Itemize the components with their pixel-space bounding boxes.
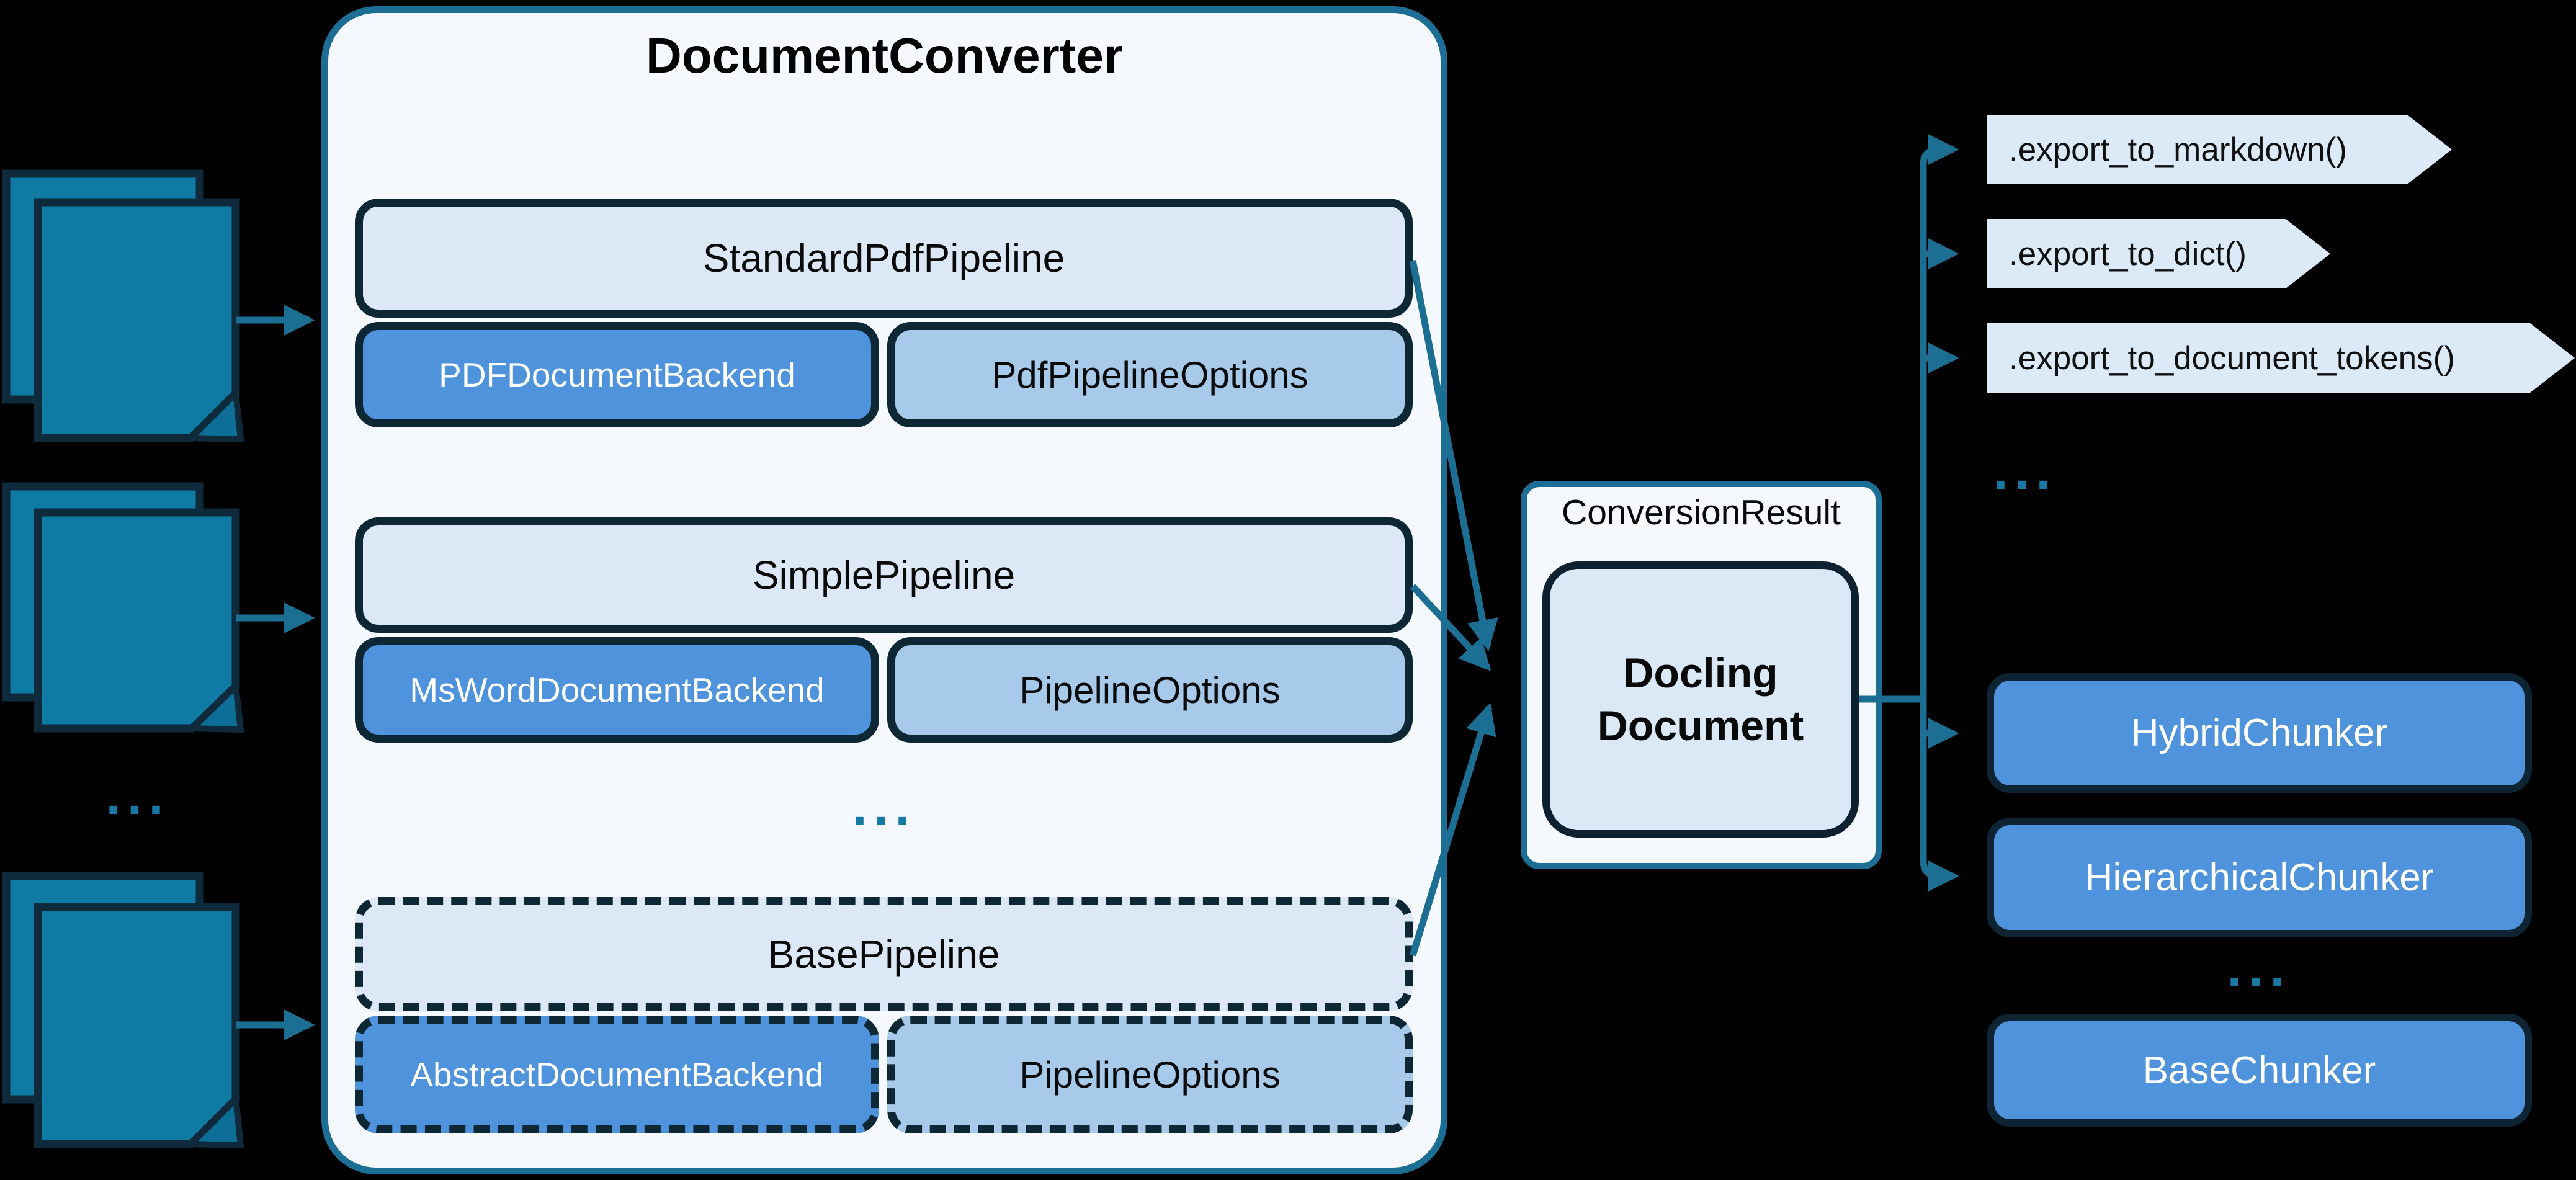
- result-branch-arrows: [1859, 133, 1959, 892]
- input-arrows: [236, 304, 315, 1041]
- base-chunker-box: BaseChunker: [1987, 1014, 2532, 1127]
- pipelines-ellipsis: ...: [852, 775, 916, 837]
- pipeline-options-box: PipelineOptions: [887, 637, 1413, 743]
- docling-document-line2: Document: [1597, 702, 1804, 749]
- conversion-result-label: ConversionResult: [1562, 493, 1841, 532]
- pipeline-to-result-arrows: [1409, 259, 1498, 957]
- pdf-pipeline-options-box: PdfPipelineOptions: [887, 322, 1413, 427]
- pdf-documents-icon: [2, 169, 244, 443]
- simple-pipeline-box: SimplePipeline: [355, 517, 1413, 633]
- inputs-ellipsis: ...: [105, 764, 170, 826]
- msword-document-backend-box: MsWordDocumentBackend: [355, 637, 879, 743]
- exports-ellipsis: ...: [1993, 439, 2057, 501]
- docx-documents-icon: [2, 482, 244, 733]
- export-to-markdown-flag: .export_to_markdown(): [1987, 115, 2452, 184]
- chunkers-ellipsis: ...: [2227, 937, 2291, 998]
- docling-document-box: Docling Document: [1542, 561, 1859, 838]
- hybrid-chunker-box: HybridChunker: [1987, 673, 2532, 793]
- document-converter-title: DocumentConverter: [645, 28, 1124, 83]
- base-pipeline-box: BasePipeline: [355, 897, 1413, 1011]
- hierarchical-chunker-box: HierarchicalChunker: [1987, 818, 2532, 937]
- docling-document-line1: Docling: [1623, 649, 1778, 697]
- base-pipeline-options-box: PipelineOptions: [887, 1016, 1413, 1133]
- export-to-document-tokens-flag: .export_to_document_tokens(): [1987, 323, 2575, 393]
- standard-pdf-pipeline-box: StandardPdfPipeline: [355, 199, 1413, 318]
- export-to-dict-flag: .export_to_dict(): [1987, 219, 2330, 288]
- some-format-documents-icon: [2, 872, 244, 1149]
- pdf-document-backend-box: PDFDocumentBackend: [355, 322, 879, 427]
- abstract-document-backend-box: AbstractDocumentBackend: [355, 1016, 879, 1133]
